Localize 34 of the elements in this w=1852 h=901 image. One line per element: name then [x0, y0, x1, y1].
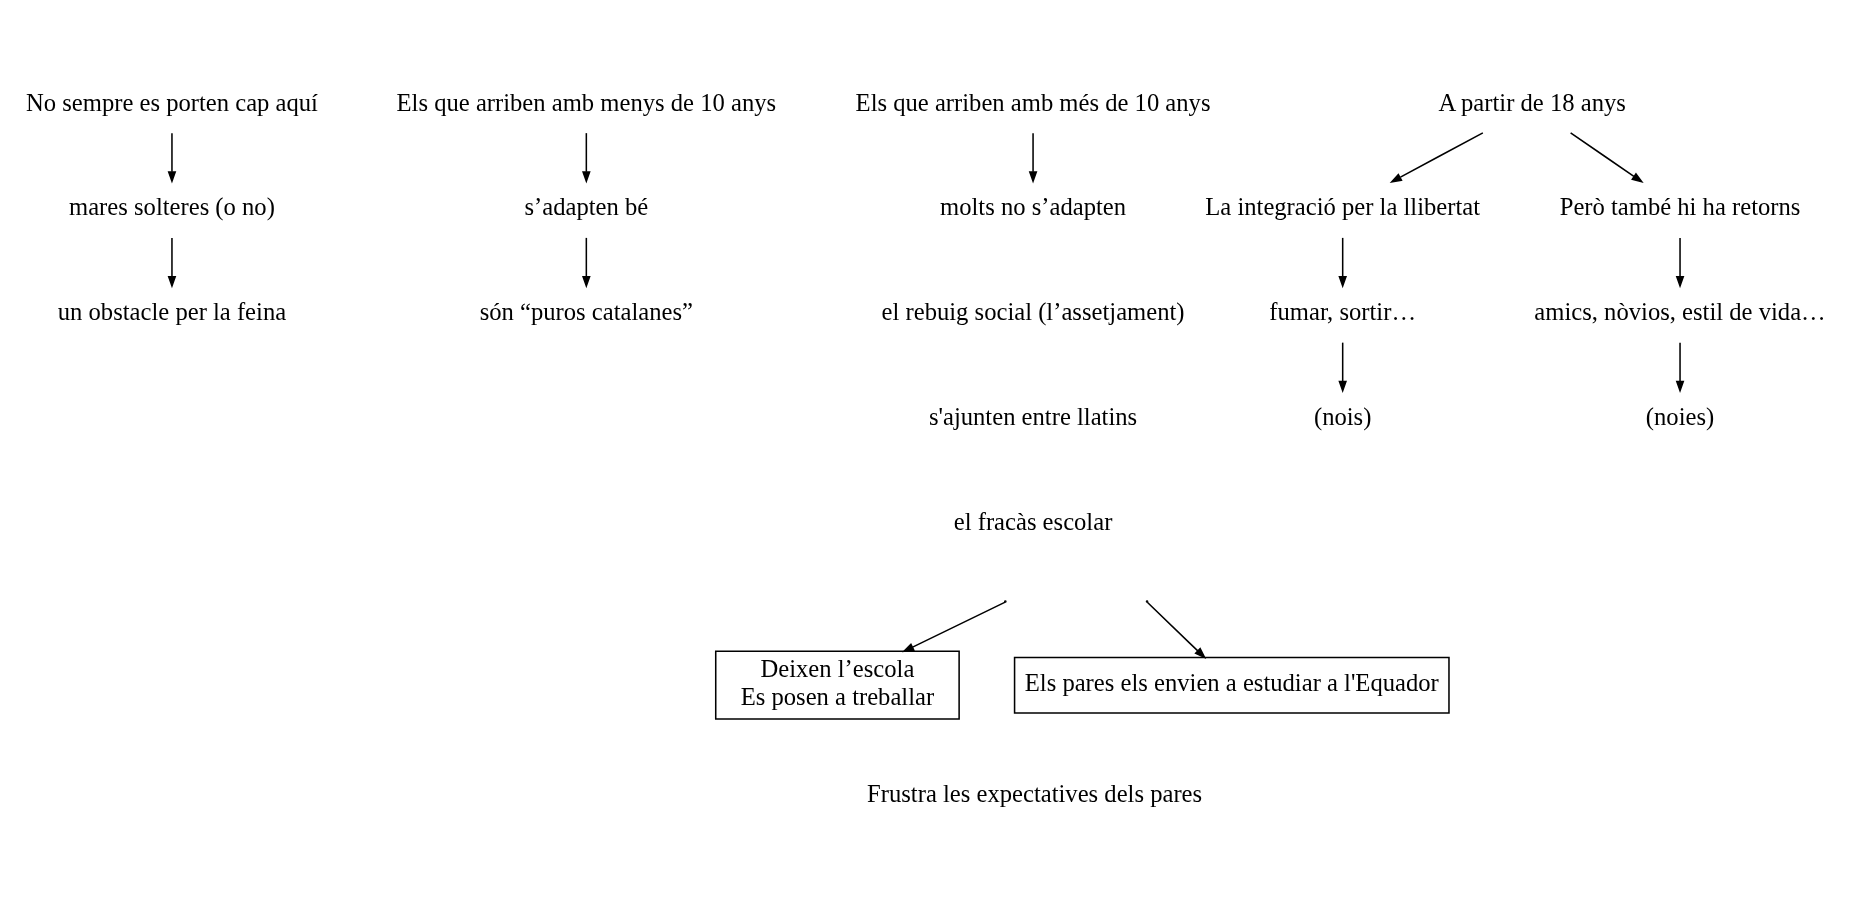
node-text: un obstacle per la feina [57, 298, 287, 326]
label: el rebuig social (l’assetjament) [881, 298, 1185, 326]
arrow [167, 132, 177, 184]
label: s'ajunten entre llatins [928, 402, 1138, 430]
node-text: A partir de 18 anys [1438, 88, 1626, 116]
node-box: Deixen l’escola Es posen a treballar [714, 650, 960, 720]
node-text: amics, nòvios, estil de vida… [1534, 298, 1826, 326]
arrow [1146, 601, 1207, 660]
arrow [1338, 341, 1347, 394]
arrow [582, 132, 591, 184]
node-text: Els que arriben amb menys de 10 anys [396, 88, 777, 116]
arrow [1338, 237, 1347, 289]
node-text: (noies) [1645, 402, 1715, 430]
arrow [1675, 341, 1685, 394]
arrow [1569, 132, 1644, 184]
node-box: Els pares els envien a estudiar a l'Equador [1013, 656, 1450, 714]
arrow [901, 601, 1006, 653]
node-text: Els que arriben amb més de 10 anys [855, 88, 1211, 116]
node-text: (nois) [1313, 402, 1372, 430]
node-text: molts no s’adapten [940, 193, 1127, 221]
node-text: s’adapten bé [524, 193, 649, 221]
arrow [167, 237, 177, 289]
node-text: La integració per la llibertat [1205, 193, 1481, 221]
label: Frustra les expectatives dels pares [867, 779, 1203, 807]
node-text: Però també hi ha retorns [1559, 193, 1801, 221]
arrow [1028, 132, 1038, 184]
arrow [1389, 132, 1484, 183]
node-text: fumar, sortir… [1269, 298, 1417, 326]
arrow [582, 237, 591, 289]
node-text: són “puros catalanes” [479, 298, 694, 326]
arrow [1675, 237, 1685, 289]
node-text: mares solteres (o no) [69, 193, 275, 221]
node-text: No sempre es porten cap aquí [25, 88, 318, 116]
label: el fracàs escolar [953, 507, 1113, 535]
